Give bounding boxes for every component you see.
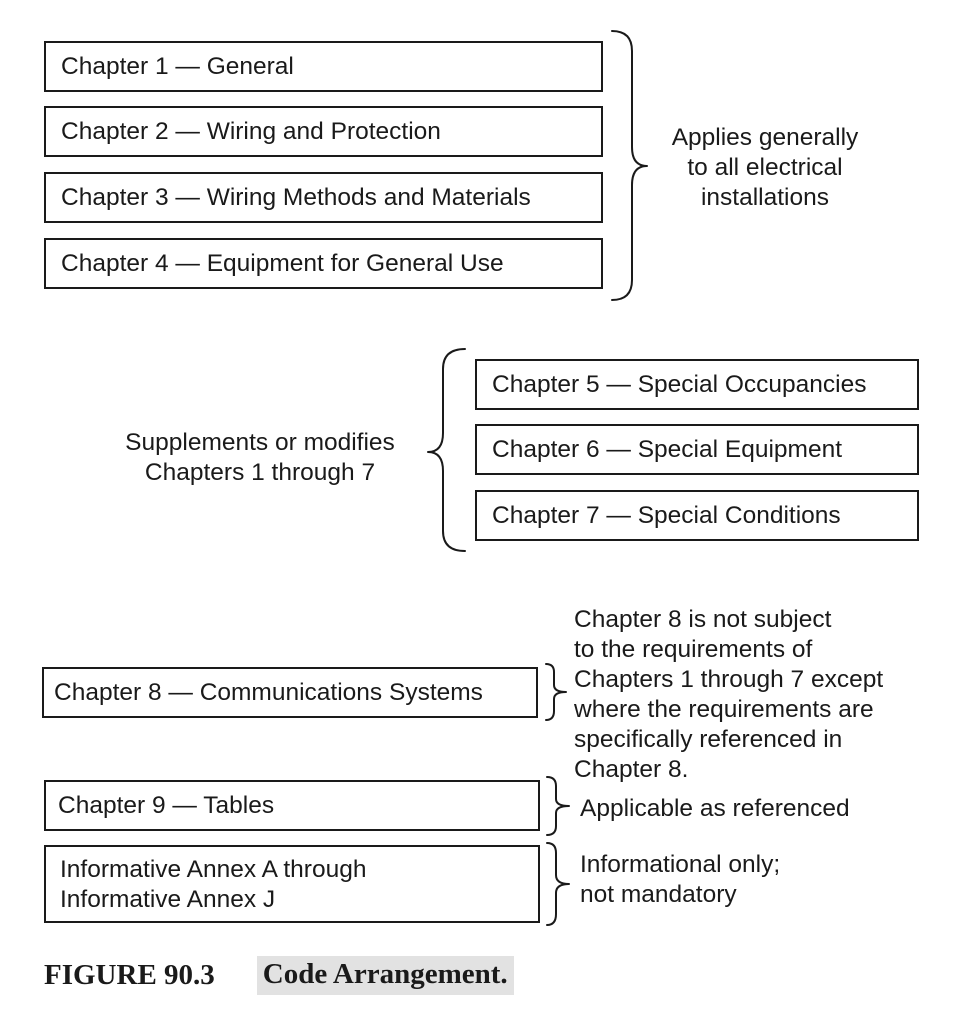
chapter-4-label: Chapter 4 — Equipment for General Use: [61, 249, 504, 277]
figure-number: FIGURE 90.3: [44, 958, 215, 991]
chapter-9-box: Chapter 9 — Tables: [44, 780, 540, 831]
chapter-1-label: Chapter 1 — General: [61, 52, 294, 80]
annex-box: Informative Annex A through Informative …: [44, 845, 540, 923]
group4-note-text: Applicable as referenced: [580, 795, 850, 822]
group1-note-line-3: installations: [700, 184, 829, 211]
annex-label-line-2: Informative Annex J: [60, 886, 276, 913]
chapter-9-label: Chapter 9 — Tables: [58, 791, 275, 819]
group2-note-line-1: Supplements or modifies: [125, 429, 395, 456]
group2-note: Supplements or modifies Chapters 1 throu…: [95, 428, 425, 488]
group3-note-line-6: Chapter 8.: [574, 756, 689, 783]
group1-note: Applies generally to all electrical inst…: [640, 123, 890, 213]
group3-note-line-3: Chapters 1 through 7 except: [574, 666, 884, 693]
chapter-5-box: Chapter 5 — Special Occupancies: [475, 359, 919, 410]
group4-note: Applicable as referenced: [580, 794, 850, 824]
group1-note-line-1: Applies generally: [671, 124, 859, 151]
group5-note: Informational only; not mandatory: [580, 850, 780, 910]
chapter-1-box: Chapter 1 — General: [44, 41, 603, 92]
chapter-5-label: Chapter 5 — Special Occupancies: [492, 370, 867, 398]
chapter-2-box: Chapter 2 — Wiring and Protection: [44, 106, 603, 157]
group1-note-line-2: to all electrical: [687, 154, 843, 181]
group3-note-line-5: specifically referenced in: [574, 726, 843, 753]
figure-title: Code Arrangement.: [256, 955, 514, 995]
group5-note-line-1: Informational only;: [580, 851, 781, 878]
group3-note-line-1: Chapter 8 is not subject: [574, 606, 832, 633]
group3-note-line-4: where the requirements are: [574, 696, 874, 723]
chapter-7-label: Chapter 7 — Special Conditions: [492, 501, 841, 529]
group5-note-line-2: not mandatory: [580, 881, 737, 908]
chapter-4-box: Chapter 4 — Equipment for General Use: [44, 238, 603, 289]
chapter-6-box: Chapter 6 — Special Equipment: [475, 424, 919, 475]
figure-caption: FIGURE 90.3 Code Arrangement.: [44, 953, 514, 997]
chapter-3-box: Chapter 3 — Wiring Methods and Materials: [44, 172, 603, 223]
group3-note: Chapter 8 is not subject to the requirem…: [574, 605, 883, 785]
chapter-8-label: Chapter 8 — Communications Systems: [54, 678, 483, 706]
chapter-7-box: Chapter 7 — Special Conditions: [475, 490, 919, 541]
group3-note-line-2: to the requirements of: [574, 636, 813, 663]
chapter-3-label: Chapter 3 — Wiring Methods and Materials: [61, 183, 531, 211]
chapter-2-label: Chapter 2 — Wiring and Protection: [61, 117, 441, 145]
chapter-8-box: Chapter 8 — Communications Systems: [42, 667, 538, 718]
group2-note-line-2: Chapters 1 through 7: [144, 459, 376, 486]
chapter-6-label: Chapter 6 — Special Equipment: [492, 435, 842, 463]
annex-label-line-1: Informative Annex A through: [60, 856, 367, 883]
